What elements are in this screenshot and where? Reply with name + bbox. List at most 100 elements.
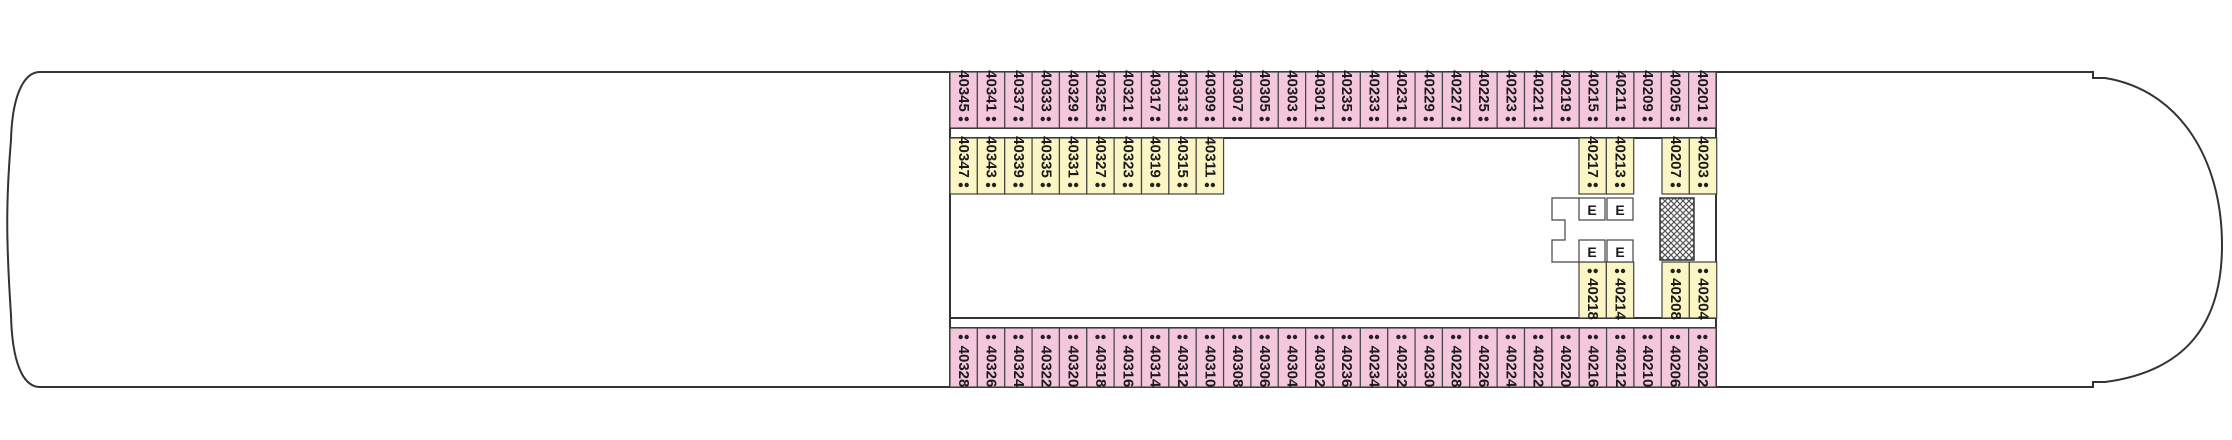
cabin-40309[interactable]: 40309: [1195, 70, 1225, 129]
cabin-40314[interactable]: 40314: [1140, 327, 1170, 388]
cabin-40224[interactable]: 40224: [1496, 327, 1526, 388]
cabin-40207[interactable]: 40207: [1661, 136, 1690, 195]
cabin-40324[interactable]: 40324: [1004, 327, 1033, 388]
cabin-40316[interactable]: 40316: [1113, 327, 1143, 388]
cabin-40209[interactable]: 40209: [1633, 70, 1662, 129]
cabin-40318[interactable]: 40318: [1086, 327, 1115, 388]
cabin-40216[interactable]: 40216: [1578, 327, 1608, 388]
cabin-40212[interactable]: 40212: [1605, 327, 1635, 388]
cabin-40312[interactable]: 40312: [1168, 327, 1197, 388]
cabin-40308[interactable]: 40308: [1222, 327, 1252, 388]
berth-dot: [964, 334, 969, 340]
cabin-number: 40233: [1366, 70, 1383, 112]
cabin-40345[interactable]: 40345: [949, 70, 978, 129]
cabin-40215[interactable]: 40215: [1578, 70, 1608, 129]
cabin-40341[interactable]: 40341: [976, 70, 1006, 129]
cabin-box: [1058, 137, 1088, 195]
berth-dot: [1593, 268, 1598, 274]
cabin-40222[interactable]: 40222: [1523, 327, 1553, 388]
cabin-40219[interactable]: 40219: [1551, 70, 1580, 129]
cabin-40313[interactable]: 40313: [1168, 70, 1197, 129]
cabin-40307[interactable]: 40307: [1222, 70, 1252, 129]
cabin-40302[interactable]: 40302: [1305, 327, 1334, 388]
cabin-40315[interactable]: 40315: [1168, 136, 1197, 195]
cabin-number: 40316: [1119, 346, 1136, 388]
cabin-40339[interactable]: 40339: [1004, 136, 1033, 195]
cabin-40236[interactable]: 40236: [1332, 327, 1361, 388]
elevator-box: [1606, 197, 1634, 221]
cabin-40210[interactable]: 40210: [1633, 327, 1662, 388]
cabin-40226[interactable]: 40226: [1469, 327, 1498, 388]
cabin-40323[interactable]: 40323: [1113, 136, 1143, 195]
cabin-box: [1140, 137, 1170, 195]
cabin-40201[interactable]: 40201: [1688, 70, 1717, 129]
cabin-40223[interactable]: 40223: [1496, 70, 1526, 129]
stairwell: [1659, 197, 1695, 261]
cabin-40301[interactable]: 40301: [1305, 70, 1334, 129]
cabin-40227[interactable]: 40227: [1441, 70, 1471, 129]
cabin-40304[interactable]: 40304: [1277, 327, 1307, 388]
cabin-40213[interactable]: 40213: [1605, 136, 1635, 195]
cabin-40229[interactable]: 40229: [1414, 70, 1444, 129]
cabin-40211[interactable]: 40211: [1605, 71, 1635, 129]
cabin-40204[interactable]: 40204: [1688, 261, 1718, 321]
berth-dot: [1642, 334, 1647, 340]
cabin-40217[interactable]: 40217: [1578, 136, 1607, 195]
cabin-40232[interactable]: 40232: [1387, 327, 1416, 388]
cabin-box: [1578, 71, 1608, 129]
cabin-number: 40307: [1229, 70, 1246, 112]
berth-dot: [1642, 116, 1647, 122]
cabin-40233[interactable]: 40233: [1359, 70, 1389, 129]
berth-dot: [991, 182, 997, 188]
elevator-box: [1578, 197, 1606, 221]
berth-dot: [964, 116, 969, 122]
cabin-40335[interactable]: 40335: [1031, 136, 1061, 195]
cabin-40317[interactable]: 40317: [1140, 70, 1170, 129]
cabin-40311[interactable]: 40311: [1195, 137, 1225, 195]
cabin-40329[interactable]: 40329: [1058, 70, 1088, 129]
cabin-40235[interactable]: 40235: [1332, 70, 1361, 129]
cabin-40347[interactable]: 40347: [949, 136, 978, 195]
berth-dot: [1560, 334, 1565, 340]
cabin-40322[interactable]: 40322: [1031, 327, 1061, 388]
cabin-40220[interactable]: 40220: [1551, 327, 1580, 388]
cabin-box: [1688, 71, 1717, 129]
berth-dot: [1232, 334, 1237, 340]
cabin-40208[interactable]: 40208: [1661, 261, 1690, 320]
cabin-40206[interactable]: 40206: [1660, 327, 1690, 388]
cabin-box: [1086, 327, 1115, 388]
cabin-number: 40225: [1475, 70, 1492, 112]
cabin-number: 40341: [983, 70, 1000, 112]
cabin-40230[interactable]: 40230: [1414, 327, 1444, 388]
cabin-40205[interactable]: 40205: [1660, 70, 1690, 129]
cabin-40228[interactable]: 40228: [1441, 327, 1471, 388]
cabin-40337[interactable]: 40337: [1004, 70, 1033, 129]
berth-dot: [1067, 116, 1073, 122]
cabin-40328[interactable]: 40328: [949, 327, 978, 388]
elevator-box: [1578, 239, 1606, 263]
cabin-40310[interactable]: 40310: [1195, 327, 1225, 388]
cabin-40214[interactable]: 40214: [1605, 261, 1635, 321]
cabin-40231[interactable]: 40231: [1387, 70, 1416, 129]
cabin-40326[interactable]: 40326: [976, 327, 1006, 388]
cabin-40218[interactable]: 40218: [1578, 261, 1607, 320]
cabin-40325[interactable]: 40325: [1086, 70, 1115, 129]
berth-dot: [1204, 116, 1210, 122]
cabin-40321[interactable]: 40321: [1113, 70, 1143, 129]
cabin-40202[interactable]: 40202: [1688, 327, 1717, 388]
cabin-40333[interactable]: 40333: [1031, 70, 1061, 129]
cabin-40320[interactable]: 40320: [1058, 327, 1088, 388]
cabin-40327[interactable]: 40327: [1086, 136, 1115, 195]
cabin-40203[interactable]: 40203: [1688, 136, 1718, 195]
cabin-40306[interactable]: 40306: [1250, 327, 1279, 388]
cabin-40305[interactable]: 40305: [1250, 70, 1279, 129]
berth-dot: [1703, 268, 1709, 274]
cabin-40331[interactable]: 40331: [1058, 136, 1088, 195]
cabin-40303[interactable]: 40303: [1277, 70, 1307, 129]
cabin-40225[interactable]: 40225: [1469, 70, 1498, 129]
cabin-40319[interactable]: 40319: [1140, 136, 1170, 195]
cabin-40221[interactable]: 40221: [1523, 70, 1553, 129]
cabin-40343[interactable]: 40343: [976, 136, 1006, 195]
cabin-40234[interactable]: 40234: [1359, 327, 1389, 388]
